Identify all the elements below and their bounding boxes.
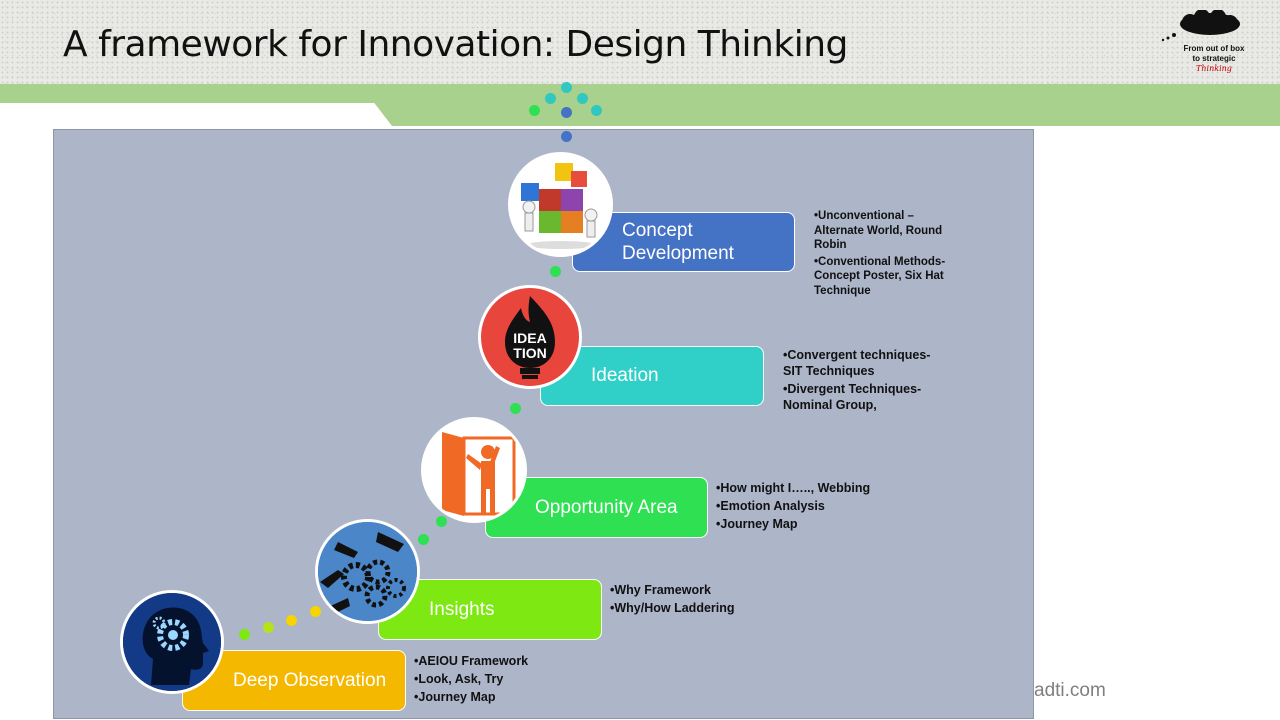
stage-label: Deep Observation	[233, 669, 387, 691]
note-item: •Convergent techniques- SIT Techniques	[783, 348, 931, 378]
note-item: •Divergent Techniques- Nominal Group,	[783, 382, 922, 412]
header-green-bar-lower	[392, 100, 1280, 126]
connector-dot	[510, 403, 521, 414]
note-item: •Why Framework	[610, 583, 711, 597]
note-item: •Conventional Methods- Concept Poster, S…	[814, 255, 946, 297]
footer-url: adti.com	[1034, 680, 1106, 701]
connector-dot	[591, 105, 602, 116]
note-item: •Why/How Laddering	[610, 601, 735, 615]
stage-label: Ideation	[591, 365, 659, 386]
connector-dot	[561, 82, 572, 93]
stage-label: Insights	[429, 598, 495, 620]
connector-dot	[577, 93, 588, 104]
connector-dot	[561, 131, 572, 142]
notes-concept-development: •Unconventional – Alternate World, Round…	[814, 209, 964, 300]
notes-deep-observation: •AEIOU Framework •Look, Ask, Try •Journe…	[414, 653, 614, 707]
note-item: •AEIOU Framework	[414, 654, 529, 668]
head-gear-icon	[120, 590, 224, 694]
stage-label: Concept Development	[622, 220, 734, 264]
note-item: •Journey Map	[414, 690, 496, 704]
puzzle-people-icon	[508, 152, 613, 257]
header-green-bar-bevel	[372, 100, 392, 126]
notes-ideation: •Convergent techniques- SIT Techniques •…	[783, 347, 933, 415]
connector-dot	[263, 622, 274, 633]
connector-dot	[529, 105, 540, 116]
header-band	[0, 0, 1280, 86]
brand-line-1: From out of box	[1183, 44, 1245, 53]
notes-opportunity-area: •How might I….., Webbing •Emotion Analys…	[716, 480, 916, 534]
connector-dot	[310, 606, 321, 617]
note-item: •Look, Ask, Try	[414, 672, 504, 686]
connector-dot	[418, 534, 429, 545]
connector-dot	[545, 93, 556, 104]
page-title: A framework for Innovation: Design Think…	[63, 24, 848, 65]
brand-line-2: to strategic	[1192, 54, 1236, 63]
note-item: •Unconventional – Alternate World, Round…	[814, 210, 943, 251]
connector-dot	[286, 615, 297, 626]
connector-dot	[550, 266, 561, 277]
stage-label: Opportunity Area	[535, 496, 678, 518]
door-person-icon	[421, 417, 527, 523]
connector-dot	[436, 516, 447, 527]
hands-gears-icon	[315, 519, 420, 624]
svg-text:TION: TION	[513, 345, 546, 361]
brand-line-3: Thinking	[1196, 64, 1232, 73]
note-item: •How might I….., Webbing	[716, 481, 871, 495]
brand-text: From out of box to strategic Thinking	[1176, 44, 1252, 74]
connector-dot	[239, 629, 250, 640]
thought-cloud-icon	[1161, 9, 1240, 42]
brand-logo	[1160, 9, 1270, 86]
svg-text:IDEA: IDEA	[513, 330, 546, 346]
notes-insights: •Why Framework •Why/How Laddering	[610, 582, 810, 618]
note-item: •Journey Map	[716, 517, 798, 531]
header-green-bar	[0, 84, 1280, 103]
ideation-bulb-icon: IDEA TION	[478, 285, 582, 389]
connector-dot	[561, 107, 572, 118]
note-item: •Emotion Analysis	[716, 499, 825, 513]
